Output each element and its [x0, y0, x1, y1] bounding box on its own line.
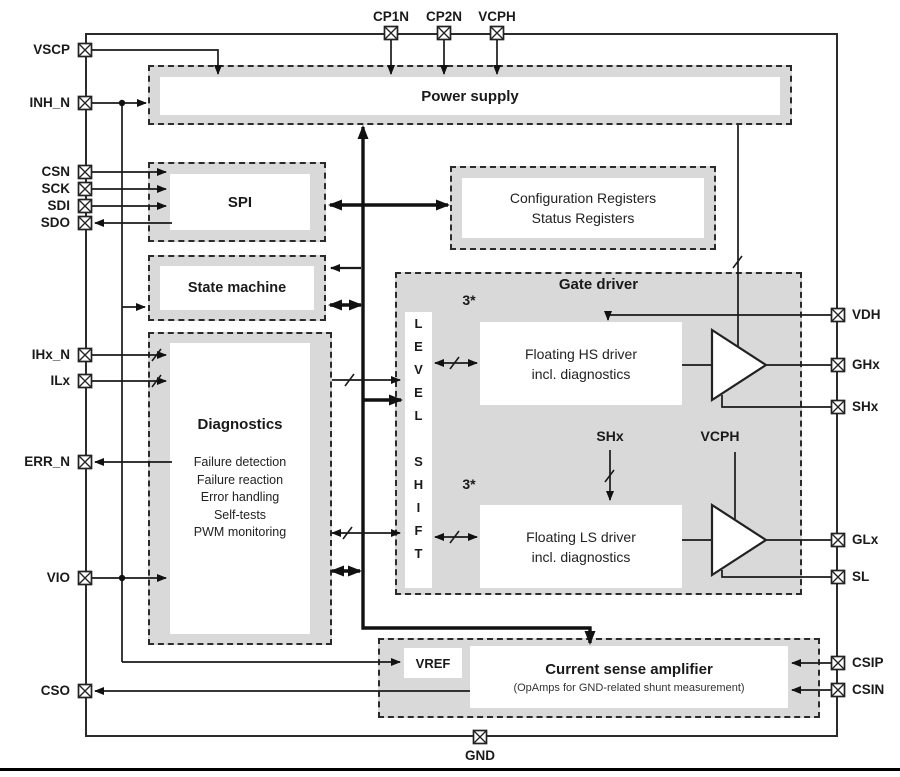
diagnostics-panel: Diagnostics Failure detection Failure re…	[170, 343, 310, 634]
pin-label-csip: CSIP	[852, 655, 884, 670]
vcph-node-label: VCPH	[700, 428, 740, 444]
pin-label-sdo: SDO	[40, 215, 70, 230]
diagnostics-list: Failure detection Failure reaction Error…	[194, 454, 286, 542]
bottom-border-line	[0, 768, 900, 771]
diagnostics-item: Failure reaction	[196, 472, 284, 487]
ls-bus-label: 3*	[462, 476, 476, 492]
diagnostics-item: PWM monitoring	[193, 525, 287, 539]
ls-driver-line1: Floating LS driver	[526, 528, 636, 545]
pin-label-cso: CSO	[40, 683, 70, 698]
level-shift-box: L E V E L S H I F T	[405, 312, 432, 588]
diagnostics-item: Failure detection	[193, 455, 287, 469]
diagnostics-item: Self-tests	[213, 507, 267, 522]
current-sense-panel: Current sense amplifier (OpAmps for GND-…	[470, 646, 788, 708]
pin-label-gnd: GND	[465, 748, 495, 763]
pin-label-sck: SCK	[41, 181, 70, 196]
pin-label-csin: CSIN	[852, 682, 885, 697]
pin-label-inh-n: INH_N	[29, 95, 70, 110]
hs-bus-label: 3*	[462, 292, 476, 308]
hs-driver-box: Floating HS driver incl. diagnostics	[480, 322, 682, 405]
gate-driver-title: Gate driver	[558, 276, 639, 293]
diagnostics-title: Diagnostics	[197, 416, 283, 433]
registers-line2: Status Registers	[531, 210, 635, 226]
pin-label-ghx: GHx	[852, 357, 880, 372]
hs-driver-line1: Floating HS driver	[524, 345, 638, 362]
diagnostics-item: Error handling	[200, 490, 280, 504]
pin-label-vdh: VDH	[852, 307, 881, 322]
ls-driver-line2: incl. diagnostics	[531, 548, 631, 565]
hs-driver-line2: incl. diagnostics	[531, 365, 631, 382]
pin-label-vscp: VSCP	[33, 42, 70, 57]
ls-driver-box: Floating LS driver incl. diagnostics	[480, 505, 682, 588]
registers-line1: Configuration Registers	[509, 190, 657, 206]
pin-label-sl: SL	[852, 569, 870, 584]
pin-label-cp2n: CP2N	[425, 9, 462, 24]
current-sense-title: Current sense amplifier	[545, 660, 713, 678]
pin-label-ihx-n: IHx_N	[31, 347, 70, 362]
pin-label-err-n: ERR_N	[24, 454, 70, 469]
pin-label-shx: SHx	[852, 399, 879, 414]
pin-label-ilx: ILx	[50, 373, 70, 388]
pin-label-sdi: SDI	[47, 198, 70, 213]
current-sense-subtitle: (OpAmps for GND-related shunt measuremen…	[513, 681, 745, 694]
shx-node-label: SHx	[596, 428, 624, 444]
pin-label-cp1n: CP1N	[372, 9, 409, 24]
power-supply-title: Power supply	[160, 77, 780, 115]
state-machine-title: State machine	[160, 266, 314, 310]
pin-label-vio: VIO	[46, 570, 70, 585]
spi-title: SPI	[170, 174, 310, 230]
pin-label-csn: CSN	[41, 164, 70, 179]
registers-panel: Configuration Registers Status Registers	[462, 178, 704, 238]
pin-label-vcph-top: VCPH	[478, 9, 516, 24]
pin-label-glx: GLx	[852, 532, 879, 547]
vref-box: VREF	[404, 648, 462, 678]
